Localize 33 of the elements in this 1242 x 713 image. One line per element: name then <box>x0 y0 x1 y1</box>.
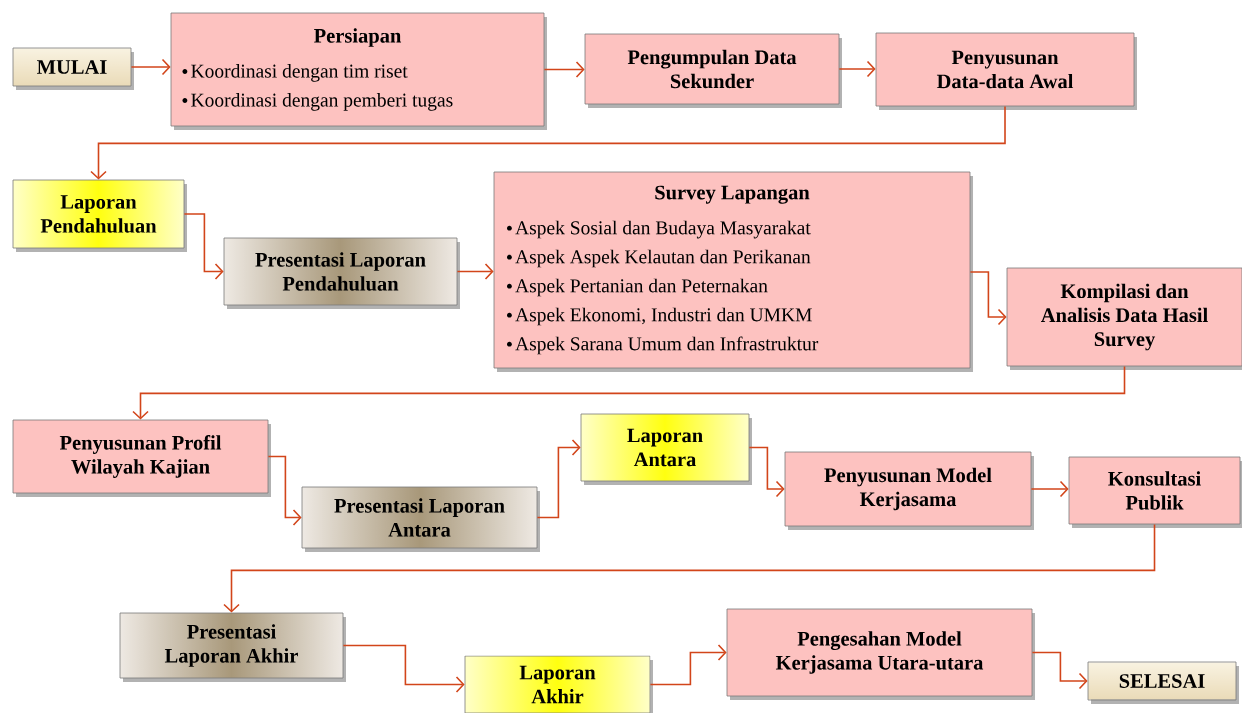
arrow <box>223 523 1156 613</box>
arrow <box>130 58 171 76</box>
arrow <box>969 271 1007 326</box>
arrow <box>543 61 585 78</box>
process-box: Konsultasi Publik <box>1068 456 1242 528</box>
terminal-box: MULAI <box>12 47 134 90</box>
presentation-box: Presentasi Laporan Akhir <box>119 612 346 682</box>
process-box: Penyusunan Profil Wilayah Kajian <box>12 419 271 497</box>
arrow <box>748 446 785 498</box>
process-box: Survey Lapangan Aspek Sosial dan Budaya Masyarakat Aspek Aspek Kelautan dan Perikanan Aspek Pertanian dan Peternakan Aspek Ekonomi, Industri dan UMKM Aspek Sarana Umum dan Infrastruktur <box>493 171 973 372</box>
report-box: Laporan Akhir <box>464 655 653 713</box>
arrow <box>456 263 494 280</box>
arrow <box>267 455 302 526</box>
process-box: Penyusunan Data-data Awal <box>875 32 1137 110</box>
arrow <box>649 644 727 686</box>
presentation-box: Presentasi Laporan Pendahuluan <box>223 237 460 309</box>
presentation-box: Presentasi Laporan Antara <box>301 486 540 552</box>
arrow <box>838 60 876 78</box>
process-box: Pengesahan Model Kerjasama Utara-utara <box>726 608 1035 700</box>
process-box: Pengumpulan Data Sekunder <box>584 33 842 108</box>
report-box: Laporan Antara <box>580 413 752 485</box>
arrow <box>1030 480 1069 498</box>
arrow <box>90 105 1006 180</box>
report-box: Laporan Pendahuluan <box>12 179 187 252</box>
arrow <box>132 365 1126 420</box>
arrow <box>536 439 581 519</box>
arrow <box>1031 651 1088 690</box>
process-box: Persiapan Koordinasi dengan tim riset Koordinasi dengan pemberi tugas <box>170 12 547 130</box>
arrow <box>183 213 224 280</box>
terminal-box: SELESAI <box>1087 661 1239 704</box>
process-box: Penyusunan Model Kerjasama <box>784 451 1034 530</box>
arrow <box>342 644 465 693</box>
process-box: Kompilasi dan Analisis Data Hasil Survey <box>1006 267 1242 370</box>
